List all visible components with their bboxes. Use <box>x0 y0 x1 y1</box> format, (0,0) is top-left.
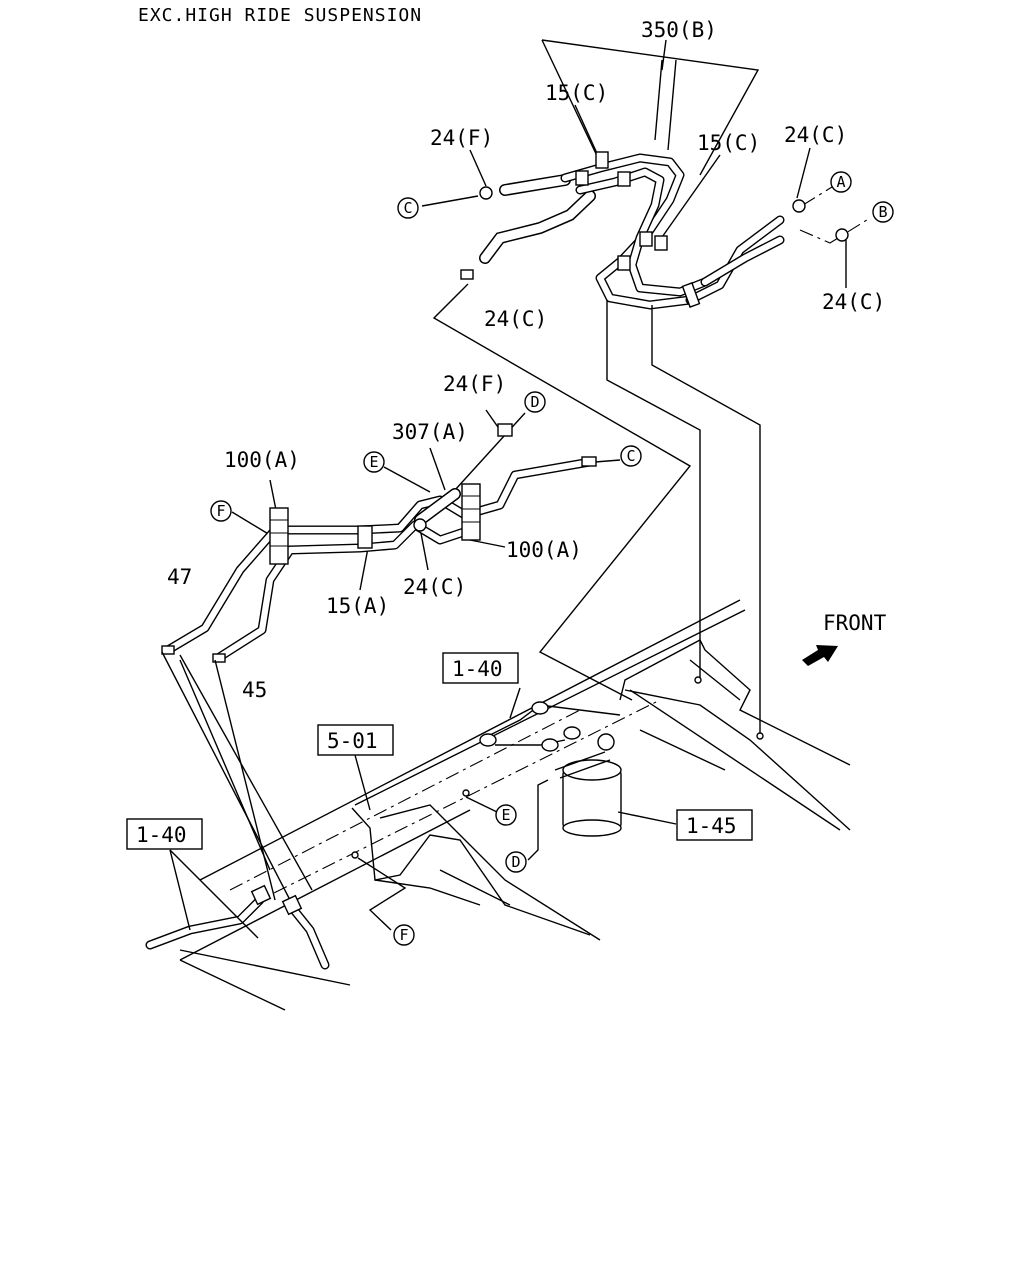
connector-f-middle: F <box>216 502 225 520</box>
connector-a-upper: A <box>836 173 845 191</box>
callout-labels: 350(B) 15(C) 15(C) 24(F) 24(C) 24(C) 24(… <box>167 18 885 702</box>
leader-lines <box>231 283 692 701</box>
connector-c-upper: C <box>403 199 412 217</box>
diagram-caption: EXC.HIGH RIDE SUSPENSION <box>138 5 422 26</box>
connector-f-lower: F <box>399 926 408 944</box>
reference-boxes: 1-40 5-01 1-40 1-45 <box>126 652 753 850</box>
connector-markers: A B C D C E F E D F <box>210 171 894 946</box>
ref-box-1-40-upper <box>442 652 519 684</box>
front-direction-indicator: FRONT <box>802 611 887 666</box>
front-label: FRONT <box>823 611 887 635</box>
callout-45: 45 <box>242 678 267 702</box>
upper-hose-assembly <box>421 39 871 735</box>
callout-15c-upper: 15(C) <box>545 81 608 105</box>
ref-box-1-45 <box>676 809 753 841</box>
callout-24c-middle: 24(C) <box>403 575 466 599</box>
callout-15c-right: 15(C) <box>697 131 760 155</box>
connector-d-middle: D <box>530 393 539 411</box>
callout-47: 47 <box>167 565 192 589</box>
ref-box-1-40-lower <box>126 818 203 850</box>
ref-1-45: 1-45 <box>686 814 737 838</box>
chassis-frame <box>145 599 851 1011</box>
callout-100a-right: 100(A) <box>506 538 582 562</box>
callout-307a: 307(A) <box>392 420 468 444</box>
connector-e-middle: E <box>369 453 378 471</box>
callout-100a-left: 100(A) <box>224 448 300 472</box>
callout-24c-upper-left: 24(C) <box>484 307 547 331</box>
connector-e-lower: E <box>501 806 510 824</box>
ref-box-5-01 <box>317 724 394 756</box>
callout-350b: 350(B) <box>641 18 717 42</box>
middle-pipe-assembly <box>161 423 597 901</box>
front-arrow-icon <box>802 645 838 666</box>
connector-c-middle: C <box>626 447 635 465</box>
callout-15a: 15(A) <box>326 594 389 618</box>
ref-5-01: 5-01 <box>327 729 378 753</box>
callout-24f-middle: 24(F) <box>443 372 506 396</box>
ref-1-40-lower: 1-40 <box>136 823 187 847</box>
connector-d-lower: D <box>511 853 520 871</box>
callout-24c-lower-right: 24(C) <box>822 290 885 314</box>
ref-1-40-upper: 1-40 <box>452 657 503 681</box>
callout-24f-upper: 24(F) <box>430 126 493 150</box>
connector-b-upper: B <box>878 203 887 221</box>
callout-24c-upper-right: 24(C) <box>784 123 847 147</box>
